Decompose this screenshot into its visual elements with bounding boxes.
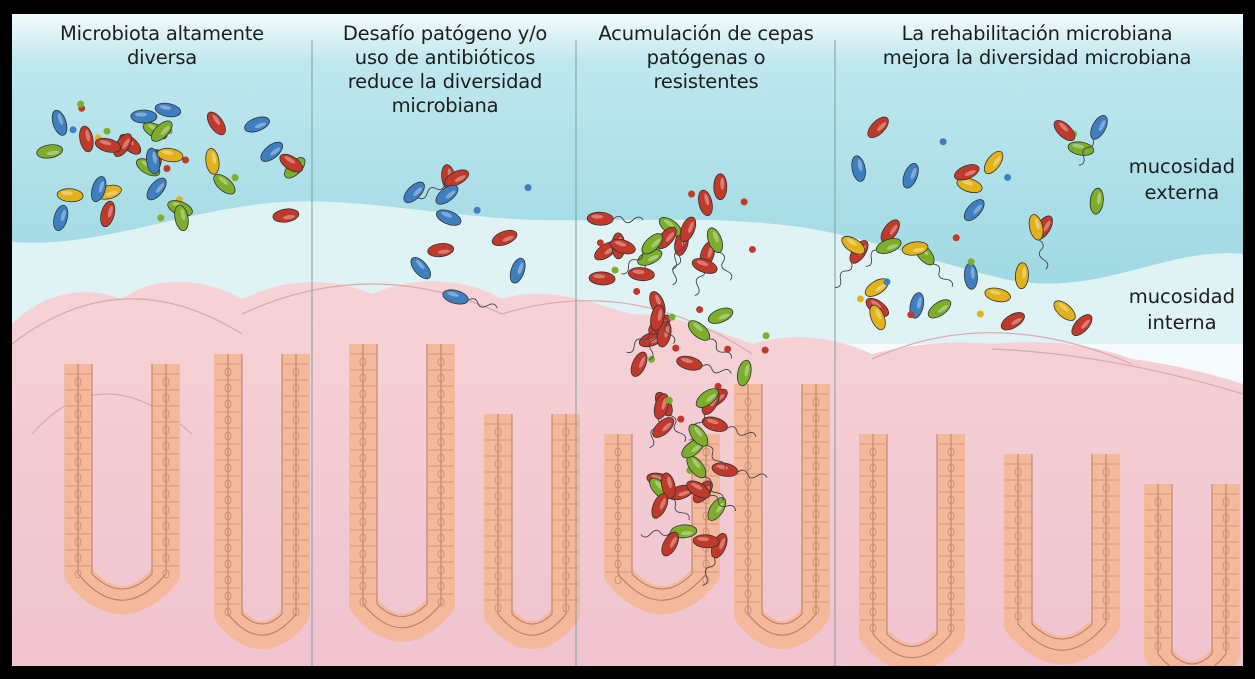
outer-mucus-label: mucosidad externa — [1129, 154, 1235, 206]
microbe-dot — [677, 416, 684, 423]
label-line: externa — [1129, 180, 1235, 206]
gut-microbiota-illustration — [12, 14, 1243, 666]
panel-title-reduction: Desafío patógeno y/o uso de antibióticos… — [314, 22, 576, 118]
bacterium-body — [131, 110, 157, 123]
microbe-dot — [940, 138, 947, 145]
microbe-dot — [953, 234, 960, 241]
microbe-dot — [762, 347, 769, 354]
bacterium-body — [714, 174, 727, 200]
microbe-dot — [103, 128, 110, 135]
panel-title-rehabilitation: La rehabilitación microbiana mejora la d… — [837, 22, 1237, 70]
title-line: Microbiota altamente — [22, 22, 302, 46]
title-line: reduce la diversidad — [314, 70, 576, 94]
inner-mucus-label: mucosidad interna — [1129, 284, 1235, 336]
microbe-dot — [696, 306, 703, 313]
diagram-frame: Microbiota altamente diversa Desafío pat… — [12, 14, 1243, 666]
microbe-dot — [977, 311, 984, 318]
microbe-dot — [157, 214, 164, 221]
microbe-dot — [525, 184, 532, 191]
title-line: La rehabilitación microbiana — [837, 22, 1237, 46]
microbe-dot — [968, 258, 975, 265]
microbe-dot — [666, 397, 673, 404]
microbe-dot — [648, 356, 655, 363]
microbe-dot — [669, 314, 676, 321]
microbe-dot — [163, 165, 170, 172]
bacterium — [714, 174, 727, 200]
microbe-dot — [70, 126, 77, 133]
bacterium — [131, 110, 157, 123]
panel-title-diverse: Microbiota altamente diversa — [22, 22, 302, 70]
title-line: mejora la diversidad microbiana — [837, 46, 1237, 70]
bacterium-highlight — [720, 178, 724, 190]
title-line: patógenas o — [578, 46, 834, 70]
microbe-dot — [474, 207, 481, 214]
panel-title-accumulation: Acumulación de cepas patógenas o resiste… — [578, 22, 834, 94]
label-line: mucosidad — [1129, 154, 1235, 180]
title-line: uso de antibióticos — [314, 46, 576, 70]
label-line: interna — [1129, 310, 1235, 336]
microbe-dot — [77, 101, 84, 108]
label-line: mucosidad — [1129, 284, 1235, 310]
microbe-dot — [724, 346, 731, 353]
microbe-dot — [688, 190, 695, 197]
microbe-dot — [597, 239, 604, 246]
microbe-dot — [907, 311, 914, 318]
microbe-dot — [612, 267, 619, 274]
title-line: resistentes — [578, 70, 834, 94]
microbe-dot — [1004, 174, 1011, 181]
microbe-dot — [857, 295, 864, 302]
title-line: diversa — [22, 46, 302, 70]
microbe-dot — [741, 198, 748, 205]
title-line: microbiana — [314, 94, 576, 118]
microbe-dot — [763, 332, 770, 339]
microbe-dot — [883, 278, 890, 285]
microbe-dot — [232, 174, 239, 181]
microbe-dot — [749, 246, 756, 253]
microbe-dot — [672, 345, 679, 352]
title-line: Acumulación de cepas — [578, 22, 834, 46]
microbe-dot — [633, 288, 640, 295]
title-line: Desafío patógeno y/o — [314, 22, 576, 46]
